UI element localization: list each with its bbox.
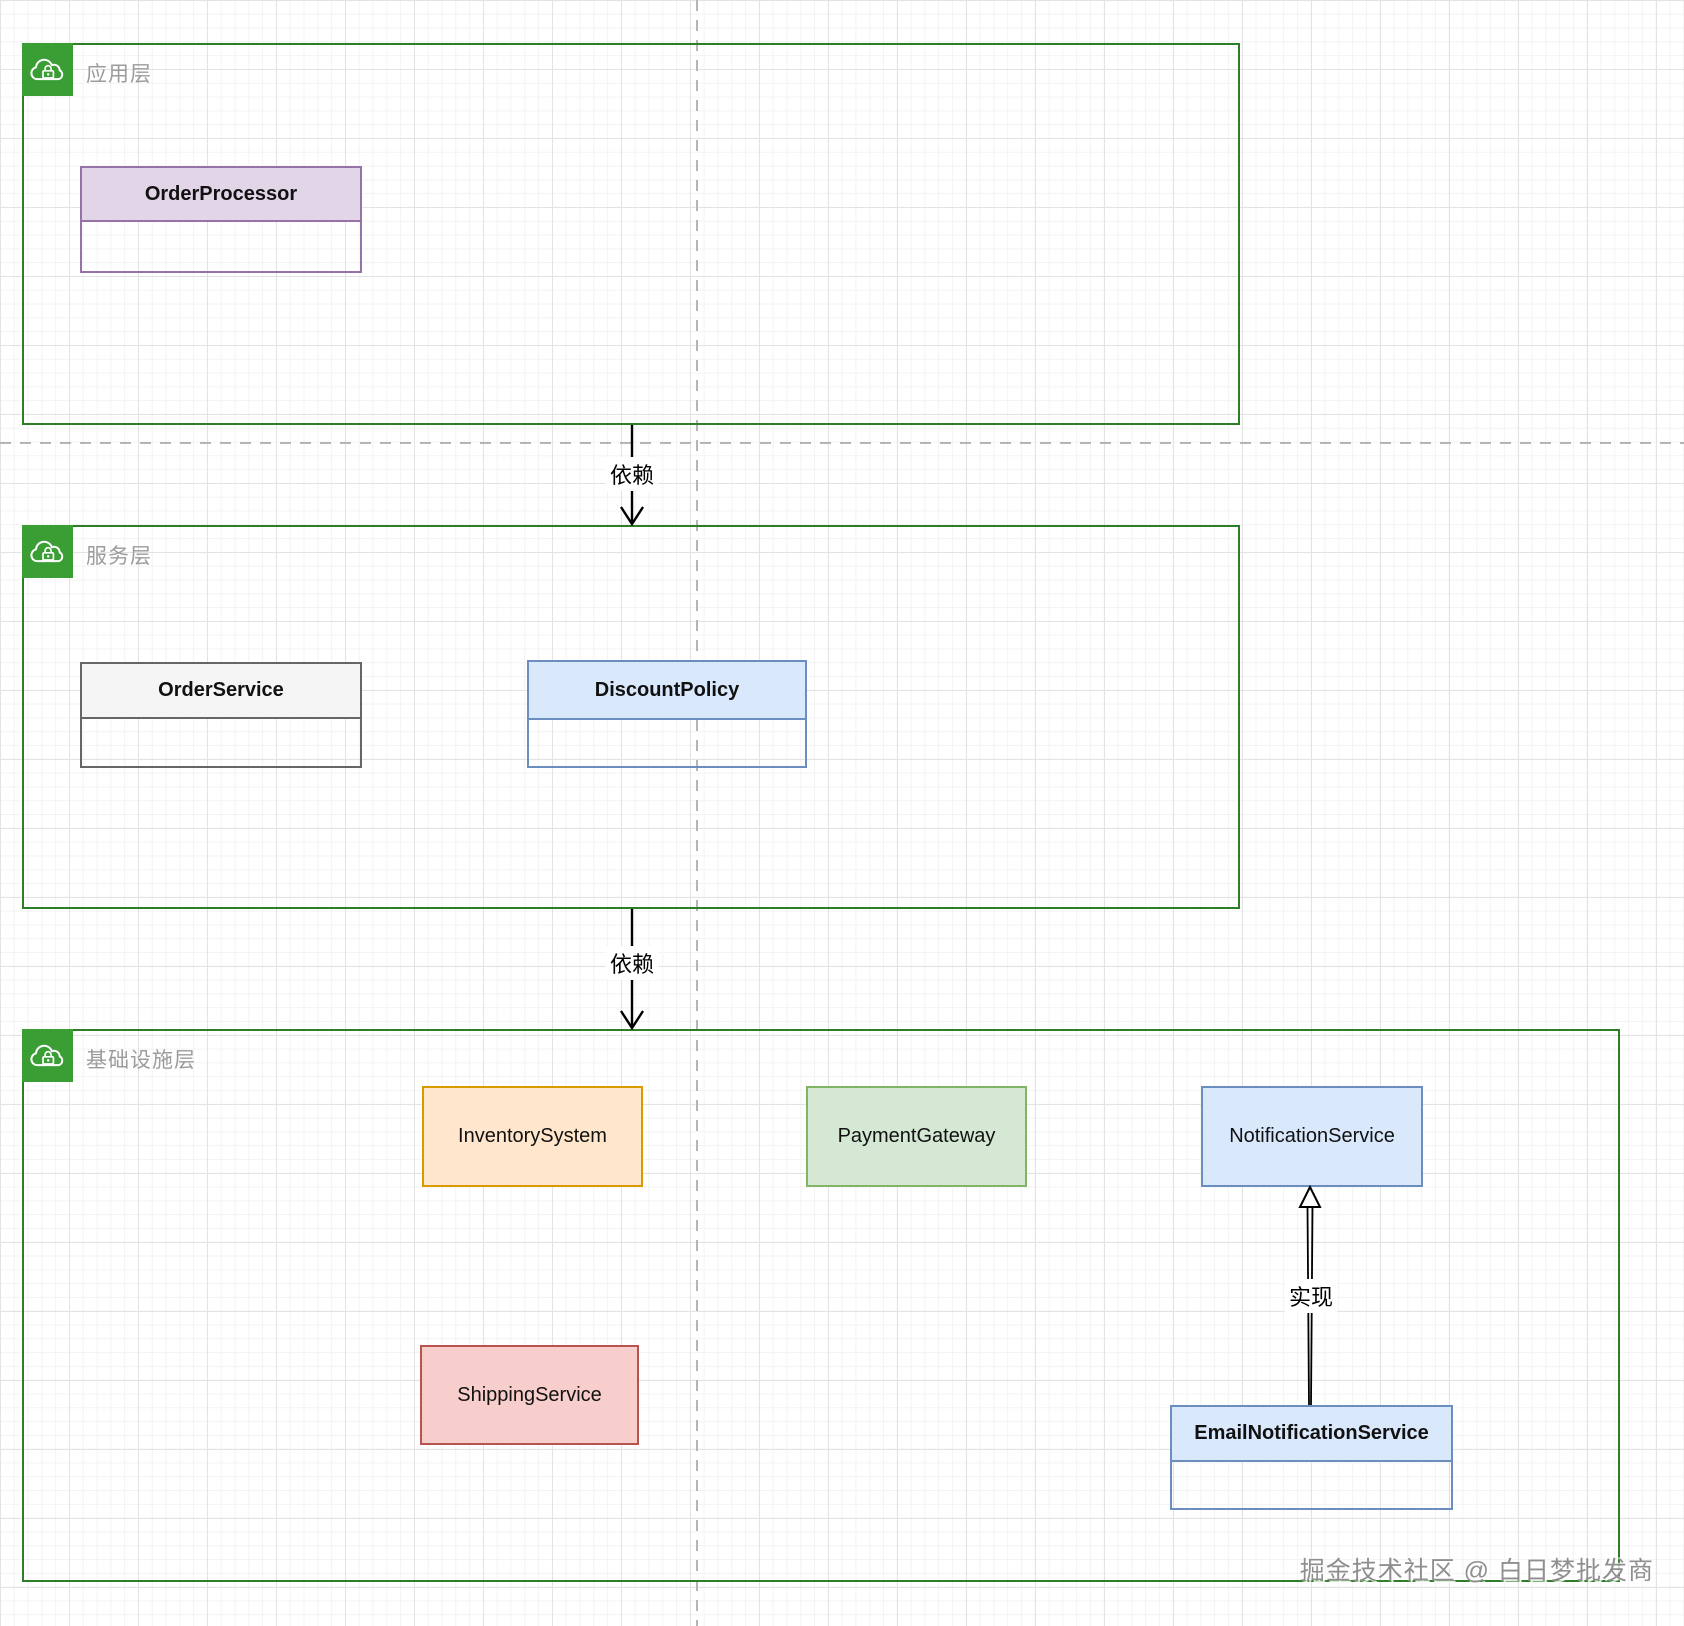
watermark-text: 掘金技术社区 @ 白日梦批发商 <box>1299 1557 1654 1585</box>
node-inventory-system: InventorySystem <box>422 1086 643 1187</box>
page-guide-vertical <box>696 0 698 1626</box>
node-notification-service: NotificationService <box>1201 1086 1423 1187</box>
class-body-empty <box>529 720 805 766</box>
class-body-empty <box>1172 1462 1451 1508</box>
layer-infrastructure: 基础设施层 <box>22 1029 1620 1582</box>
edge-label-realization: 实现 <box>1284 1279 1338 1313</box>
cloud-lock-icon <box>22 43 73 96</box>
node-shipping-service: ShippingService <box>420 1345 639 1445</box>
layer-service: 服务层 <box>22 525 1240 909</box>
class-body-empty <box>82 222 360 271</box>
cloud-lock-icon <box>22 525 73 578</box>
class-order-service: OrderService <box>80 662 362 768</box>
layer-title: 应用层 <box>86 63 152 86</box>
class-name: DiscountPolicy <box>529 662 805 720</box>
edge-label-dependency: 依赖 <box>605 457 659 491</box>
class-discount-policy: DiscountPolicy <box>527 660 807 768</box>
layer-title: 服务层 <box>86 545 152 568</box>
node-payment-gateway: PaymentGateway <box>806 1086 1027 1187</box>
class-name: OrderProcessor <box>82 168 360 222</box>
class-name: OrderService <box>82 664 360 719</box>
cloud-lock-icon <box>22 1029 73 1082</box>
class-order-processor: OrderProcessor <box>80 166 362 273</box>
layer-application: 应用层 <box>22 43 1240 425</box>
class-email-notification-service: EmailNotificationService <box>1170 1405 1453 1510</box>
edge-label-dependency: 依赖 <box>605 946 659 980</box>
layer-title: 基础设施层 <box>86 1049 196 1072</box>
class-body-empty <box>82 719 360 766</box>
page-guide-horizontal <box>0 442 1684 444</box>
class-name: EmailNotificationService <box>1172 1407 1451 1462</box>
